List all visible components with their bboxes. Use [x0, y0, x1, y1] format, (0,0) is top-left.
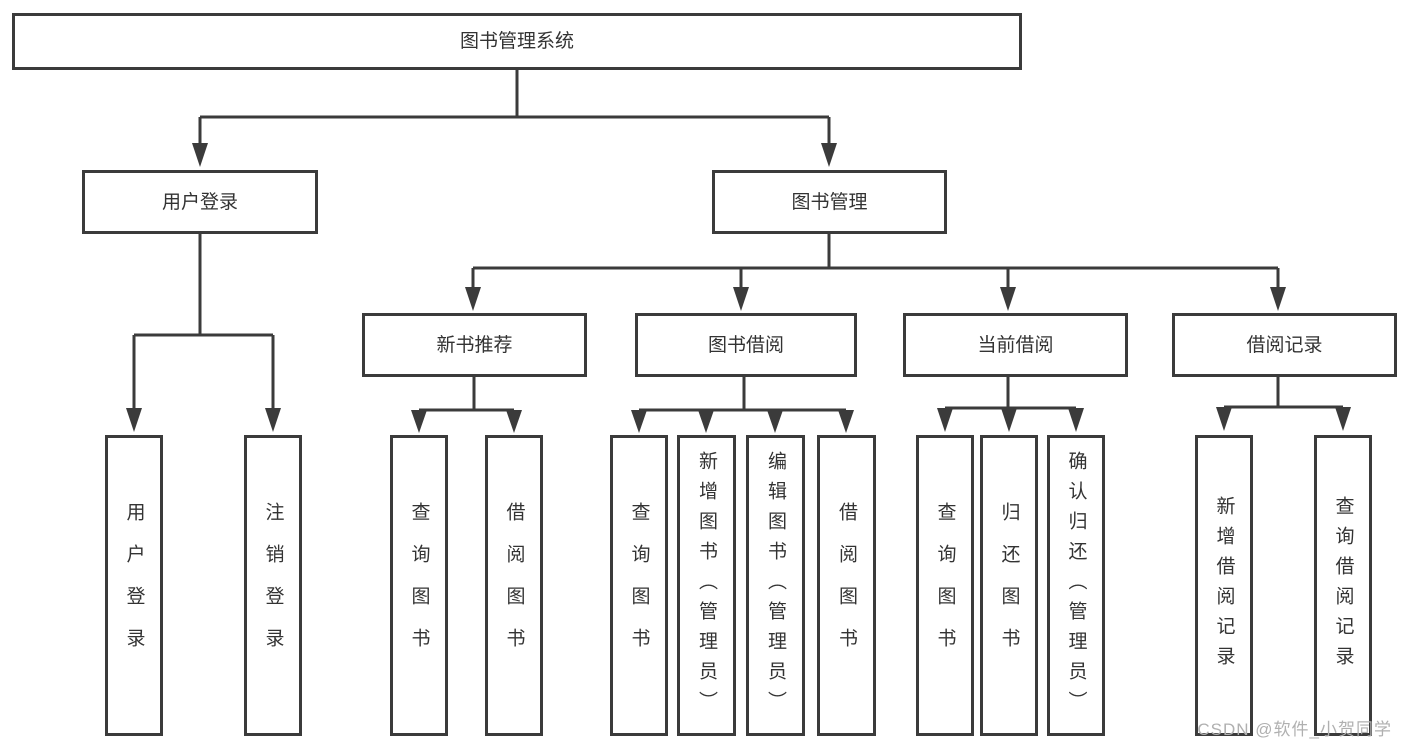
leaf-add-book: 新增图书（管理员） — [677, 435, 736, 736]
node-label: 图书管理系统 — [459, 31, 574, 52]
leaf-label: 新增图书（管理员） — [696, 450, 717, 721]
leaf-return-book: 归还图书 — [980, 435, 1038, 736]
leaf-label: 注销登录 — [262, 501, 284, 670]
leaf-label: 查询图书 — [934, 501, 956, 670]
leaf-label: 借阅图书 — [836, 501, 857, 670]
leaf-label: 新增借阅记录 — [1213, 495, 1235, 676]
node-current-borrow: 当前借阅 — [903, 313, 1128, 377]
leaf-logout: 注销登录 — [244, 435, 302, 736]
node-label: 新书推荐 — [436, 334, 513, 356]
leaf-query-book-3: 查询图书 — [916, 435, 974, 736]
node-label: 图书借阅 — [707, 334, 784, 356]
leaf-label: 查询图书 — [628, 501, 650, 670]
node-label: 借阅记录 — [1246, 334, 1323, 356]
connector-root-to-level2 — [192, 70, 837, 167]
leaf-label: 确认归还（管理员） — [1065, 450, 1087, 721]
node-library-system: 图书管理系统 — [12, 13, 1022, 70]
leaf-borrow-book-2: 借阅图书 — [817, 435, 876, 736]
leaf-label: 查询借阅记录 — [1332, 495, 1354, 676]
leaf-borrow-book-1: 借阅图书 — [485, 435, 543, 736]
node-book-management: 图书管理 — [712, 170, 947, 234]
leaf-user-login: 用户登录 — [105, 435, 163, 736]
leaf-label: 用户登录 — [123, 501, 145, 670]
node-book-borrow: 图书借阅 — [635, 313, 857, 377]
leaf-query-book-1: 查询图书 — [390, 435, 448, 736]
node-label: 当前借阅 — [977, 334, 1054, 356]
connector-user-login-to-leaves — [126, 234, 281, 432]
connector-book-borrow-to-leaves — [631, 377, 854, 433]
leaf-query-borrow-record: 查询借阅记录 — [1314, 435, 1372, 736]
leaf-label: 查询图书 — [408, 501, 430, 670]
leaf-label: 编辑图书（管理员） — [765, 450, 786, 721]
leaf-label: 借阅图书 — [503, 501, 525, 670]
node-borrow-record: 借阅记录 — [1172, 313, 1397, 377]
leaf-label: 归还图书 — [998, 501, 1020, 670]
leaf-query-book-2: 查询图书 — [610, 435, 668, 736]
node-label: 用户登录 — [161, 191, 238, 213]
leaf-confirm-return: 确认归还（管理员） — [1047, 435, 1105, 736]
connector-current-borrow-to-leaves — [937, 377, 1084, 432]
connector-borrow-record-to-leaves — [1216, 377, 1351, 431]
node-new-book-recommend: 新书推荐 — [362, 313, 587, 377]
leaf-edit-book: 编辑图书（管理员） — [746, 435, 805, 736]
node-label: 图书管理 — [791, 191, 868, 213]
connector-new-book-recommend-to-leaves — [411, 377, 522, 433]
csdn-watermark: CSDN @软件_小贺同学 — [1197, 720, 1392, 739]
leaf-add-borrow-record: 新增借阅记录 — [1195, 435, 1253, 736]
connector-book-management-to-level3 — [465, 234, 1286, 311]
node-user-login: 用户登录 — [82, 170, 318, 234]
